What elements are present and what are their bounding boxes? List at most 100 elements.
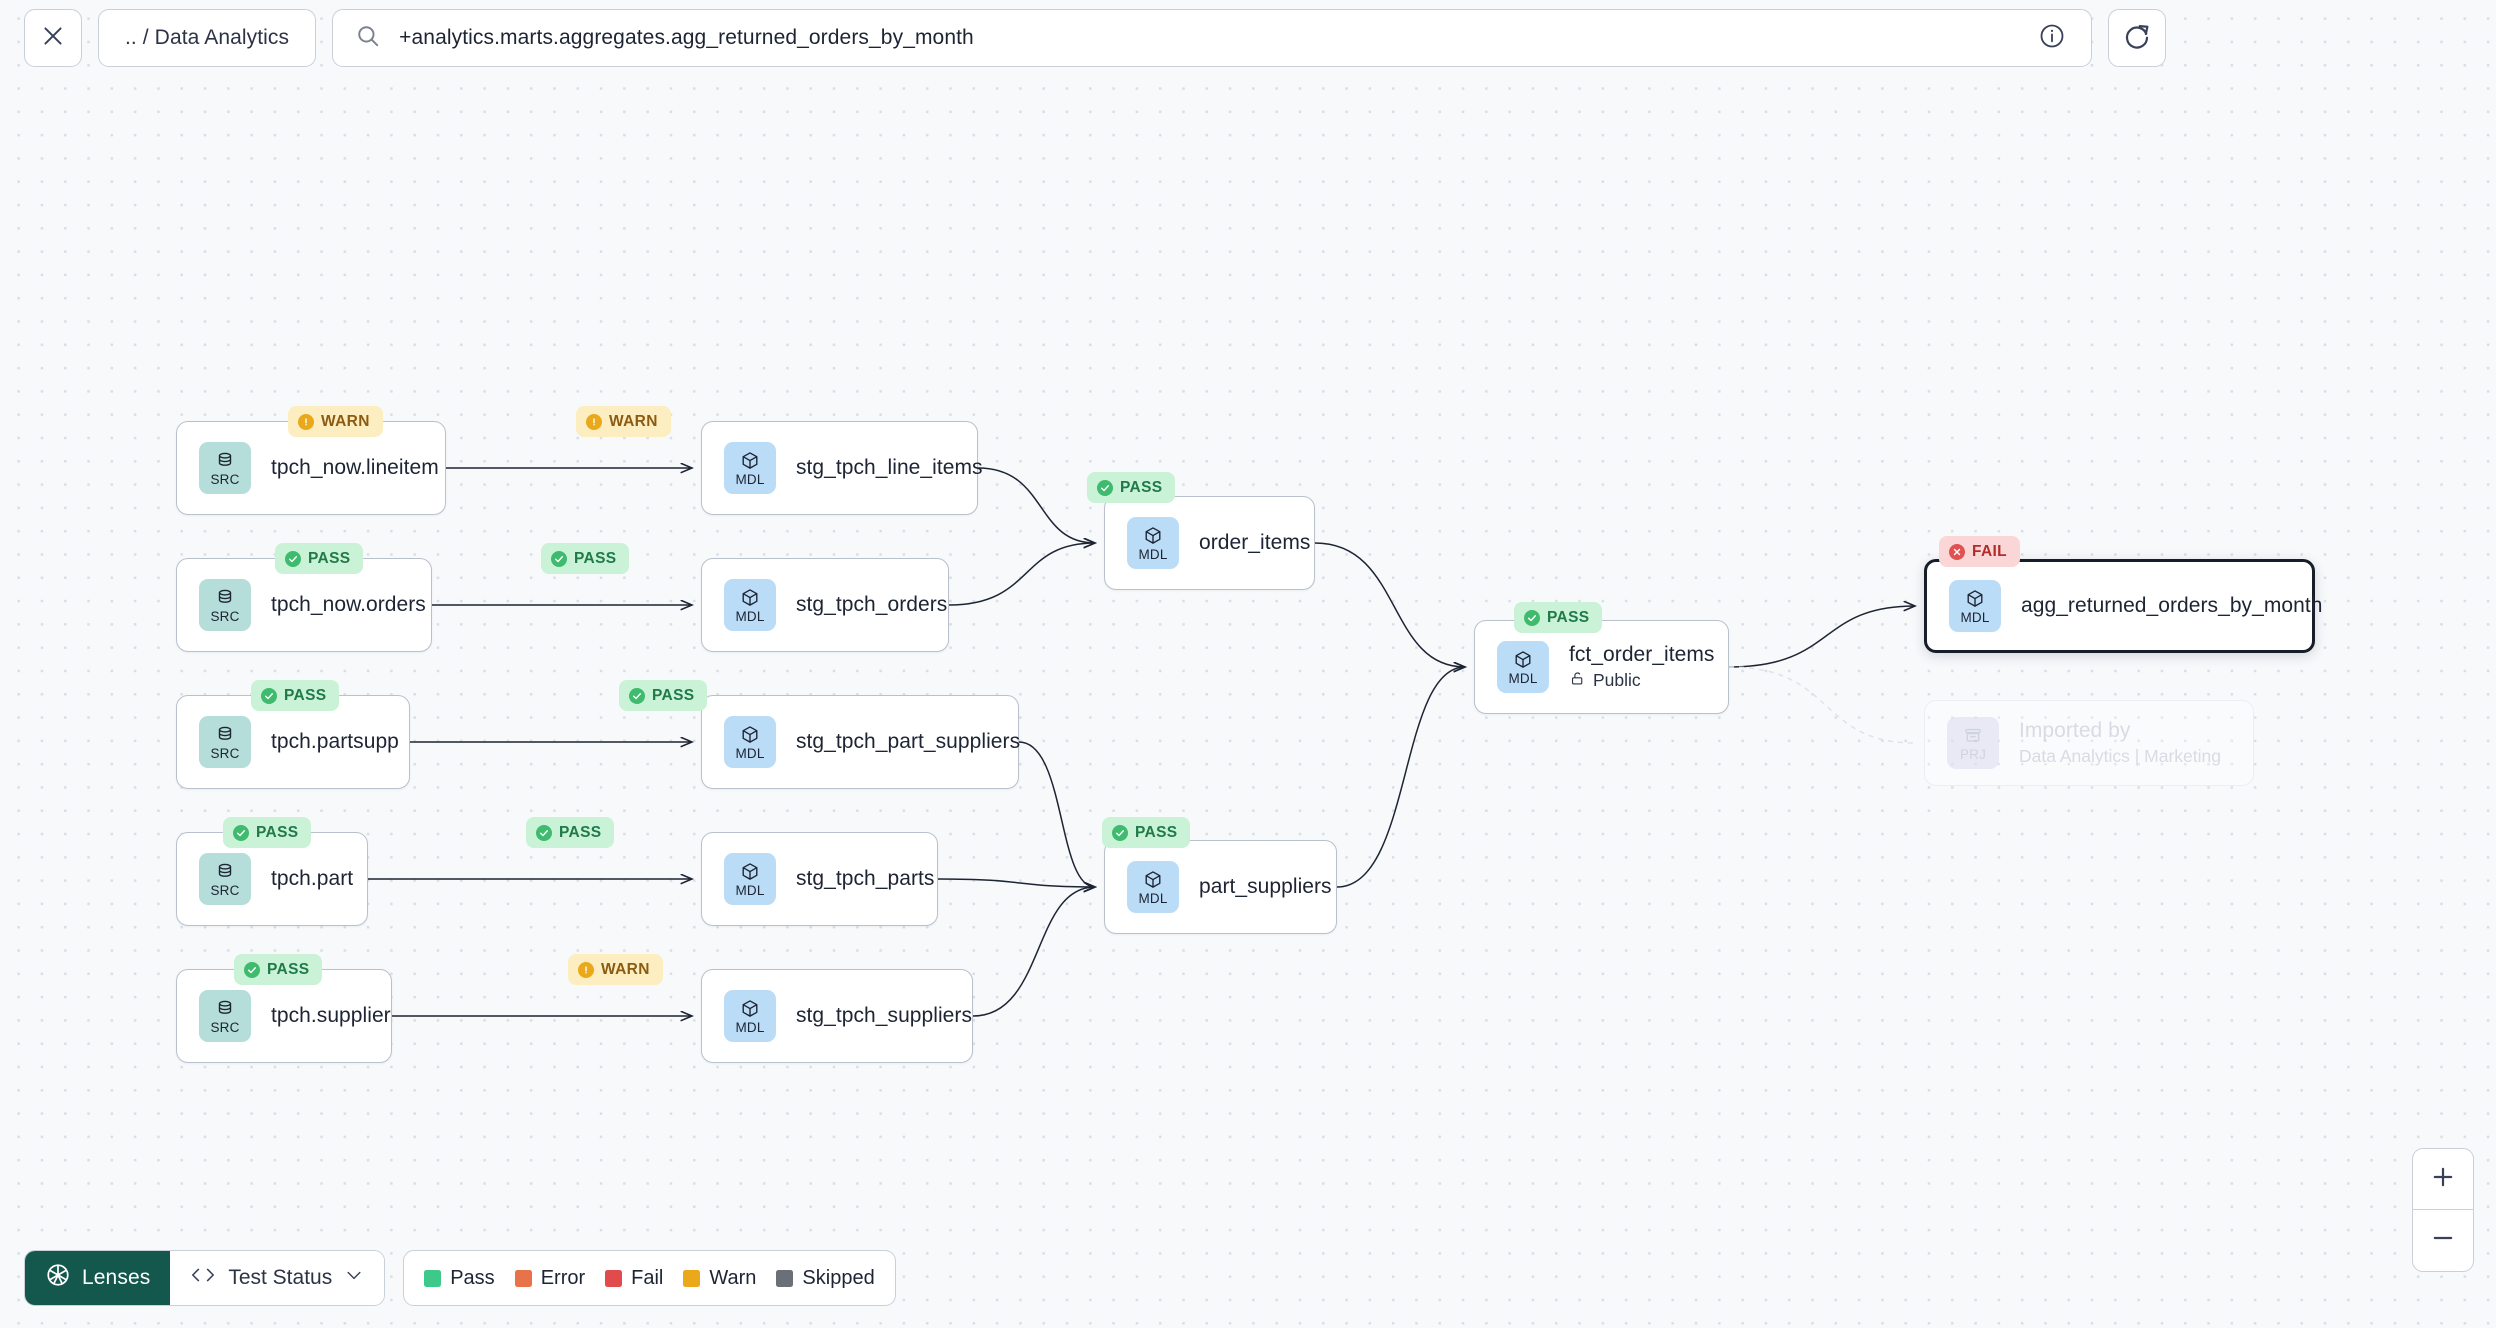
cube-icon xyxy=(739,450,761,471)
legend-label: Fail xyxy=(631,1266,664,1289)
legend-item[interactable]: Warn xyxy=(683,1267,756,1290)
status-label: PASS xyxy=(308,549,351,567)
status-badge[interactable]: PASS xyxy=(1102,817,1191,848)
node-body: tpch.partsupp xyxy=(271,730,399,754)
node-type-badge: SRC xyxy=(199,990,251,1042)
graph-node[interactable]: SRC tpch_now.orders xyxy=(176,558,432,652)
database-icon xyxy=(214,450,236,471)
status-label: PASS xyxy=(574,549,617,567)
status-badge[interactable]: WARN xyxy=(568,954,663,985)
status-legend: Pass Error Fail Warn Skipped xyxy=(403,1250,896,1306)
lineage-edge xyxy=(972,887,1095,1017)
database-icon xyxy=(214,998,236,1019)
lineage-edge xyxy=(1314,542,1465,667)
lenses-label: Lenses xyxy=(82,1266,151,1289)
legend-swatch xyxy=(605,1269,623,1287)
graph-node[interactable]: MDL stg_tpch_parts xyxy=(701,832,938,926)
zoom-controls xyxy=(2412,1148,2474,1272)
lens-select[interactable]: Test Status xyxy=(170,1251,385,1305)
lenses-button[interactable]: Lenses xyxy=(25,1251,171,1305)
status-badge[interactable]: PASS xyxy=(1087,472,1176,503)
status-dot-icon xyxy=(298,413,314,430)
graph-node[interactable]: SRC tpch.supplier xyxy=(176,969,392,1063)
close-button[interactable] xyxy=(24,9,82,67)
legend-item[interactable]: Error xyxy=(514,1267,585,1290)
status-label: PASS xyxy=(256,823,299,841)
breadcrumb[interactable]: .. / Data Analytics xyxy=(98,9,317,67)
status-badge[interactable]: PASS xyxy=(541,543,630,574)
status-dot-icon xyxy=(586,413,602,430)
status-label: PASS xyxy=(267,960,310,978)
database-icon xyxy=(214,724,236,745)
node-label: tpch.supplier xyxy=(271,1004,391,1027)
node-type-label: MDL xyxy=(1508,670,1538,686)
node-body: tpch_now.lineitem xyxy=(271,456,439,480)
node-type-badge: SRC xyxy=(199,579,251,631)
status-label: PASS xyxy=(652,686,695,704)
node-body: stg_tpch_parts xyxy=(796,867,934,891)
legend-item[interactable]: Pass xyxy=(424,1266,495,1290)
lineage-edge xyxy=(1018,741,1095,887)
legend-swatch xyxy=(776,1269,794,1287)
lineage-edge xyxy=(977,467,1095,543)
node-body: stg_tpch_orders xyxy=(796,593,947,617)
zoom-out-button[interactable] xyxy=(2413,1210,2473,1271)
status-badge[interactable]: PASS xyxy=(223,817,312,848)
status-dot-icon xyxy=(536,824,552,841)
node-type-label: PRJ xyxy=(1959,746,1987,762)
node-type-label: SRC xyxy=(210,1019,240,1035)
node-label: stg_tpch_line_items xyxy=(796,456,983,479)
status-dot-icon xyxy=(551,550,567,567)
node-type-badge: MDL xyxy=(724,853,776,905)
refresh-button[interactable] xyxy=(2108,9,2167,67)
legend-swatch xyxy=(424,1269,442,1287)
info-icon xyxy=(2038,22,2066,55)
node-type-label: MDL xyxy=(735,1019,765,1035)
status-badge[interactable]: FAIL xyxy=(1939,536,2020,567)
code-icon xyxy=(190,1265,216,1291)
status-label: PASS xyxy=(1135,823,1178,841)
status-badge[interactable]: PASS xyxy=(275,543,364,574)
node-type-label: SRC xyxy=(210,471,240,487)
node-body: order_items xyxy=(1199,531,1310,555)
graph-node[interactable]: MDL stg_tpch_part_suppliers xyxy=(701,695,1020,789)
node-type-badge: MDL xyxy=(1127,517,1179,569)
lineage-edge xyxy=(1336,667,1465,888)
node-type-badge: SRC xyxy=(199,716,251,768)
status-dot-icon xyxy=(1112,824,1128,841)
status-badge[interactable]: PASS xyxy=(526,817,615,848)
status-badge[interactable]: PASS xyxy=(619,680,708,711)
lineage-edge xyxy=(948,543,1095,606)
legend-item[interactable]: Fail xyxy=(605,1267,663,1290)
node-type-badge: MDL xyxy=(1127,861,1179,913)
status-badge[interactable]: PASS xyxy=(1514,602,1603,633)
info-button[interactable] xyxy=(2035,21,2069,55)
node-type-badge: MDL xyxy=(724,990,776,1042)
cube-icon xyxy=(739,587,761,608)
status-badge[interactable]: WARN xyxy=(288,406,383,437)
graph-node[interactable]: MDL order_items xyxy=(1104,496,1315,590)
status-badge[interactable]: PASS xyxy=(234,954,323,985)
legend-swatch xyxy=(514,1269,532,1287)
search-bar[interactable] xyxy=(332,9,2093,67)
node-type-badge: MDL xyxy=(724,716,776,768)
zoom-in-button[interactable] xyxy=(2413,1149,2473,1210)
refresh-icon xyxy=(2122,21,2152,56)
status-badge[interactable]: PASS xyxy=(251,680,340,711)
search-input[interactable] xyxy=(399,26,2018,50)
node-type-badge: SRC xyxy=(199,442,251,494)
bottom-toolbar: Lenses Test Status Pass Error Fail Warn Skip… xyxy=(24,1250,896,1306)
node-body: tpch_now.orders xyxy=(271,593,426,617)
status-badge[interactable]: WARN xyxy=(576,406,671,437)
node-body: stg_tpch_part_suppliers xyxy=(796,730,1020,754)
legend-item[interactable]: Skipped xyxy=(776,1267,875,1290)
legend-label: Pass xyxy=(450,1266,495,1289)
